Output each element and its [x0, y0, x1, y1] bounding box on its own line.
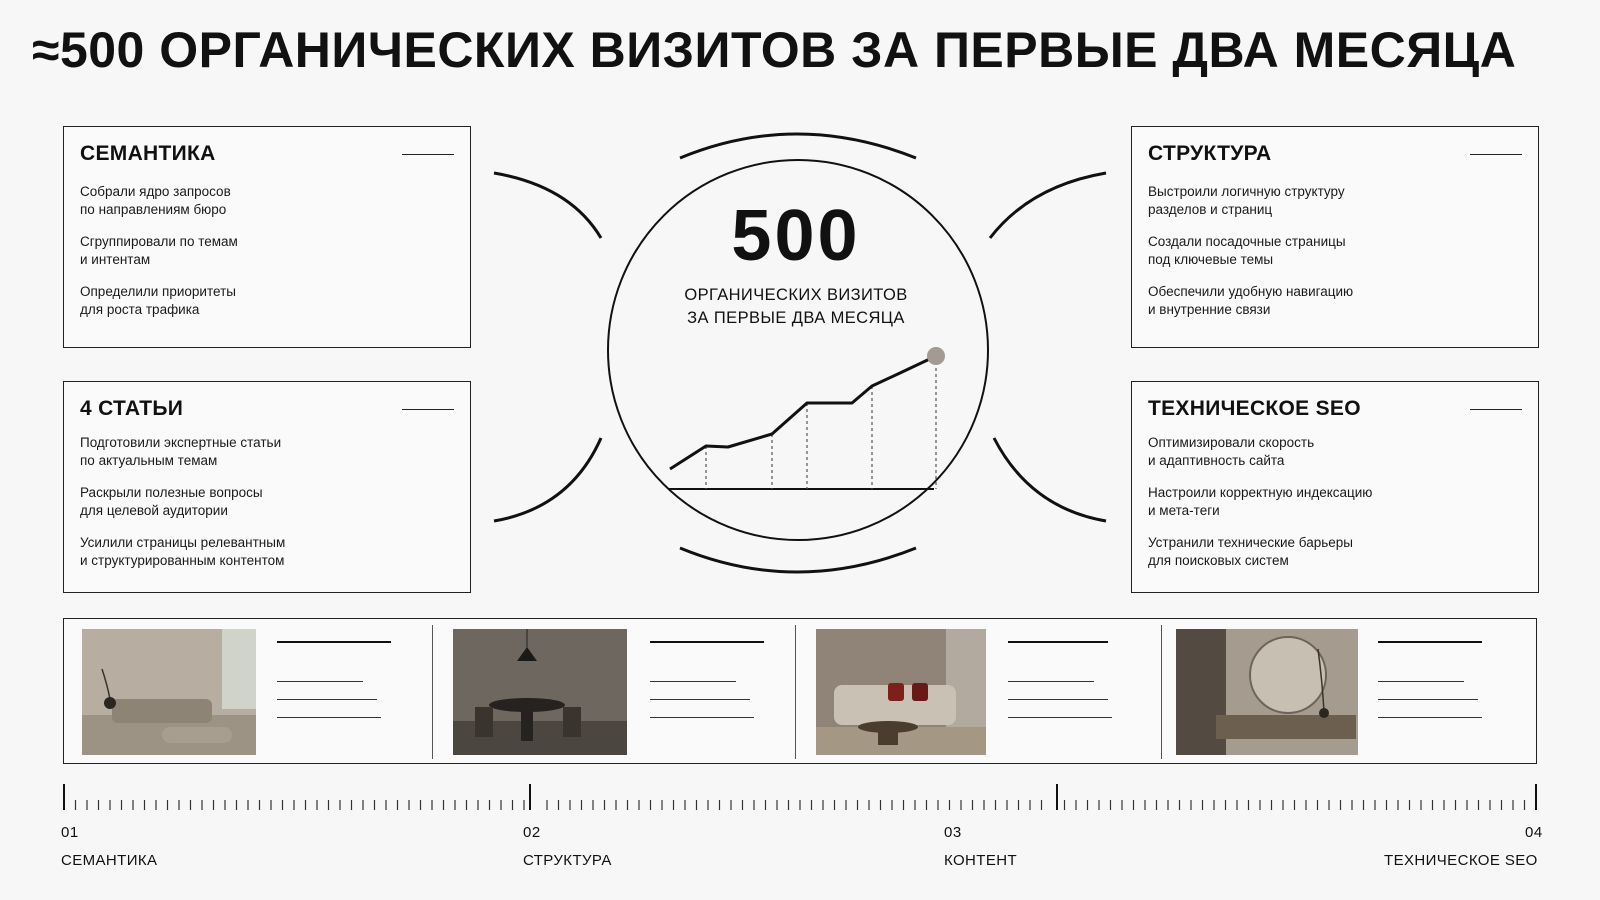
sofa-room-photo	[816, 629, 986, 755]
caption-line	[1008, 681, 1094, 682]
page-headline: ≈500 ОРГАНИЧЕСКИХ ВИЗИТОВ ЗА ПЕРВЫЕ ДВА …	[32, 22, 1517, 78]
caption-line	[277, 717, 381, 718]
caption-line	[650, 717, 754, 718]
chart-endpoint-dot	[927, 347, 945, 365]
card-dash	[1470, 409, 1522, 410]
timeline-number: 03	[944, 824, 962, 841]
arc-right-top	[988, 171, 1107, 239]
caption-line	[650, 699, 750, 700]
center-number: 500	[731, 196, 861, 276]
gallery-strip	[63, 618, 1537, 764]
gallery-divider	[795, 625, 796, 759]
timeline-number: 01	[61, 824, 79, 841]
center-subtitle-line: ОРГАНИЧЕСКИХ ВИЗИТОВ	[684, 286, 908, 304]
card-dash	[402, 409, 454, 410]
arc-bottom	[679, 546, 917, 574]
living-room-photo	[82, 629, 256, 755]
gallery-divider	[432, 625, 433, 759]
card-semantics-title: СЕМАНТИКА	[80, 142, 216, 165]
dining-room-photo	[453, 629, 627, 755]
arc-right-bottom	[992, 437, 1107, 523]
caption-line	[1378, 641, 1482, 643]
arc-top	[679, 132, 917, 160]
card-dash	[402, 154, 454, 155]
center-subtitle: ОРГАНИЧЕСКИХ ВИЗИТОВ ЗА ПЕРВЫЕ ДВА МЕСЯЦ…	[606, 284, 986, 330]
timeline-number: 02	[523, 824, 541, 841]
caption-line	[277, 699, 377, 700]
timeline-label: КОНТЕНТ	[944, 852, 1018, 869]
timeline-number: 04	[1525, 824, 1543, 841]
card-structure-title: СТРУКТУРА	[1148, 142, 1272, 165]
timeline-label: СЕМАНТИКА	[61, 852, 158, 869]
card-articles-title: 4 СТАТЬИ	[80, 397, 184, 420]
gallery-divider	[1161, 625, 1162, 759]
caption-line	[1008, 699, 1108, 700]
caption-line	[1378, 681, 1464, 682]
caption-line	[650, 641, 764, 643]
arc-left-top	[493, 171, 603, 239]
caption-line	[277, 681, 363, 682]
timeline-label: СТРУКТУРА	[523, 852, 612, 869]
center-subtitle-line: ЗА ПЕРВЫЕ ДВА МЕСЯЦА	[687, 309, 905, 327]
caption-line	[1378, 717, 1482, 718]
caption-line	[1378, 699, 1478, 700]
chart-trend-line	[669, 354, 937, 471]
card-dash	[1470, 154, 1522, 155]
bathroom-photo	[1176, 629, 1358, 755]
arc-left-bottom	[493, 437, 603, 523]
caption-line	[1008, 717, 1112, 718]
timeline-label: ТЕХНИЧЕСКОЕ SEO	[1384, 852, 1538, 869]
caption-line	[277, 641, 391, 643]
card-tech-seo-title: ТЕХНИЧЕСКОЕ SEO	[1148, 397, 1361, 420]
caption-line	[1008, 641, 1108, 643]
caption-line	[650, 681, 736, 682]
